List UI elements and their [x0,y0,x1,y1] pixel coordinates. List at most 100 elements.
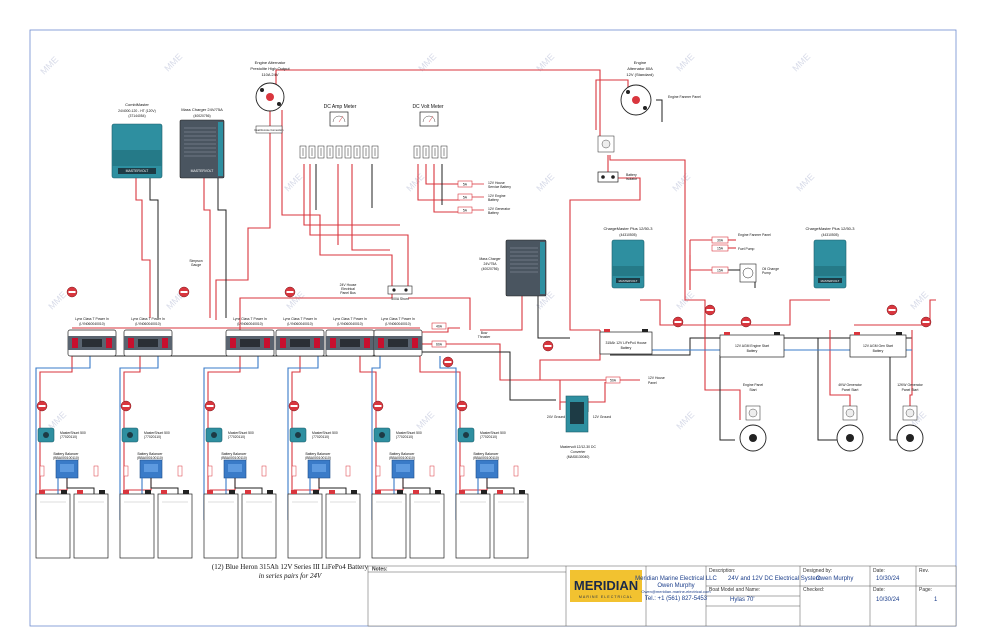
dc-volt-meter-label: DC Volt Meter [412,104,443,110]
converter-label-2: Converter [571,450,587,454]
battery-switch-icon [204,400,216,412]
lifepo4-battery [241,490,277,559]
boat-value: Hylas 70' [730,597,755,603]
lifepo4-label-2: Battery [621,346,632,350]
lynx-part: (LYN060040010) [385,322,411,326]
lynx-part: (LYN060040010) [337,322,363,326]
mastershunt-part: (77020110) [312,435,329,439]
lynx-label: Lynx Class T Power In [381,317,415,321]
mastershunt-label: MasterShunt 500 [60,431,86,435]
battery-isolator-label-2: Isolator [626,177,638,181]
battery-switch-icon [920,316,932,328]
fuse-label: 5A [463,209,468,213]
alternator-12v-name: Engine [634,60,647,65]
house-bus-label-2: Electrical [341,287,355,291]
battery-bank: MasterShunt 500(77020110)Battery Balance… [455,427,529,559]
battery-switch-icon [886,304,898,316]
lynx-label: Lynx Class T Power In [233,317,267,321]
mass-charger-right-model: 24V/75A [483,262,497,266]
lynx-label: Lynx Class T Power In [131,317,165,321]
alternator-24v-name: Engine Alternator [255,60,286,65]
lynx-distributor: Lynx Class T Power In(LYN060040010) [325,317,375,357]
logo-sub: MARINE ELECTRICAL [579,595,633,599]
converter-label: Mastervolt 12/12-30 DC [560,445,596,449]
balancer-part: (BBA000100110) [53,456,79,460]
agm-engine-label: 12V AGM Engine Start [735,344,769,348]
battery-switch-icon [672,316,684,328]
dc-amp-meter-label: DC Amp Meter [324,104,357,110]
mastershunt-label: MasterShunt 500 [480,431,506,435]
agm-gen-battery: 12V AGM Gen Start Battery [849,332,907,358]
combimaster-name: CombiMaster [125,102,149,107]
load-label-2: Battery [488,211,499,215]
battery-isolator: Battery Isolator [597,135,638,183]
lifepo4-battery [493,490,529,559]
agm-engine-battery: 12V AGM Engine Start Battery [719,332,785,358]
house-bus-label-3: Panel Bus [340,291,356,295]
lifepo4-battery [287,490,323,559]
chargemaster-1-name: ChargeMaster Plus 12/50-3 [604,226,654,231]
load-label-2: Pump [762,271,771,275]
lynx-label: Lynx Class T Power In [333,317,367,321]
generator-4kw-start: 4KW Generator Panel Start [836,383,864,452]
page-value: 1 [934,597,938,603]
combimaster-inverter: MASTERVOLT CombiMaster 24/4000-120 - HT … [111,102,163,179]
designed-label: Designed by: [803,568,832,574]
title-block: Notes: MERIDIAN MARINE ELECTRICAL Meridi… [367,565,957,627]
balancer-label: Battery Balancer [137,452,163,456]
battery-switch-icon [372,400,384,412]
simpson-label-2: Gauge [191,263,201,267]
house-panel-12v-label: 12V House [648,376,665,380]
mastershunt-part: (77020110) [480,435,497,439]
dc-converter: Mastervolt 12/12-30 DC Converter (MAS813… [547,395,611,459]
description-label: Description: [709,568,735,574]
fuse-label: 5A [463,183,468,187]
battery-switch-icon [36,400,48,412]
battery-bank: MasterShunt 500(77020110)Battery Balance… [371,427,445,559]
mastershunt-part: (77020110) [144,435,161,439]
battery-switch-icon [740,316,752,328]
dc-amp-meter: DC Amp Meter [299,104,379,159]
rev-label: Rev. [919,568,929,574]
load-label: 12V Engine [488,194,506,198]
lynx-label: Lynx Class T Power In [283,317,317,321]
balancer-part: (BBA000100110) [221,456,247,460]
battery-bank: MasterShunt 500(77020110)Battery Balance… [287,427,361,559]
mastershunt-part: (77020110) [60,435,77,439]
balancer-part: (BBA000100110) [473,456,499,460]
load-label-2: Service Battery [488,185,511,189]
balancer-label: Battery Balancer [53,452,79,456]
notes-label: Notes: [372,567,388,573]
bow-thruster-label-2: Thruster [478,335,491,339]
description-value: 24V and 12V DC Electrical System [728,576,821,582]
fuse-label: 15A [717,247,724,251]
gen-12kw-label: 12KW Generator [897,383,923,387]
battery-switch-icon [456,400,468,412]
lifepo4-battery [325,490,361,559]
battery-bank: MasterShunt 500(77020110)Battery Balance… [203,427,277,559]
alternator-12v-model: Alternator 80A [627,66,653,71]
chargemaster-1-part: (44310505) [619,233,636,237]
balancer-part: (BBA000100110) [137,456,163,460]
company-person: Owen Murphy [657,583,694,589]
boat-label: Boat Model and Name: [709,587,760,593]
lynx-label: Lynx Class T Power In [75,317,109,321]
lifepo4-battery [409,490,445,559]
lifepo4-battery [119,490,155,559]
battery-switch-icon [66,286,78,298]
chargemaster-1-brand: MASTERVOLT [619,279,638,283]
agm-gen-label-2: Battery [873,349,884,353]
mastershunt-label: MasterShunt 500 [312,431,338,435]
lynx-distributor: Lynx Class T Power In(LYN060040010) [373,317,423,357]
date-label-2: Date: [873,587,885,593]
bow-thruster: Bow Thruster 60A 40A [431,322,491,348]
house-panel-bus: 24V House Electrical Panel Bus 500A Shun… [340,283,413,301]
mastershunt-label: MasterShunt 500 [144,431,170,435]
date-value-2: 10/30/24 [876,597,900,603]
lifepo4-battery [157,490,193,559]
lynx-distributor: Lynx Class T Power In(LYN060040010) [123,317,173,357]
engine-fanmer-label: Engine Fanmer Panel [668,95,701,99]
mass-charger-left-brand: MASTERVOLT [191,169,214,173]
